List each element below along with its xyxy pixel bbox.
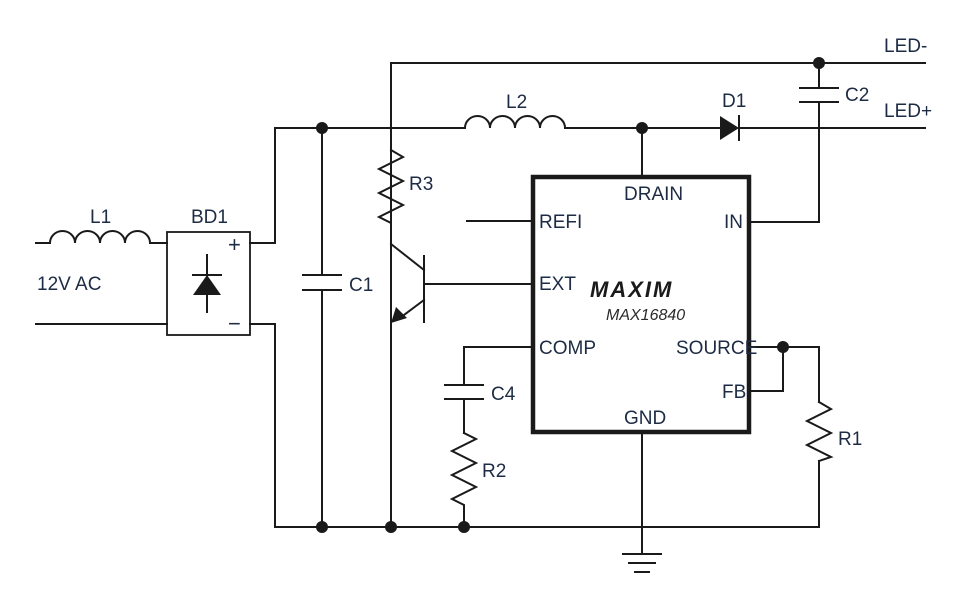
junction-dot: [458, 521, 470, 533]
label-bd1-minus: −: [228, 311, 241, 336]
junction-dot: [316, 521, 328, 533]
junction-dot: [385, 521, 397, 533]
source-fb-network: [748, 346, 820, 403]
pin-source: SOURCE: [676, 338, 757, 359]
resistor-r3: [376, 148, 406, 245]
maxim-logo: MAXIM: [590, 277, 673, 302]
label-c2: C2: [845, 85, 869, 106]
resistor-r2: [449, 431, 479, 528]
ic-part-number: MAX16840: [606, 307, 685, 324]
pin-ext: EXT: [539, 274, 576, 295]
label-r1: R1: [838, 429, 862, 450]
emitter-arrow-icon: [391, 307, 407, 323]
label-led-plus: LED+: [884, 101, 932, 122]
pin-comp: COMP: [539, 338, 596, 359]
diode-symbol-icon: [193, 275, 221, 295]
capacitor-c1: [302, 127, 342, 528]
inductor-l2: [463, 115, 567, 130]
ac-input-wires: [35, 242, 168, 325]
label-r3: R3: [409, 174, 433, 195]
bridge-rectifier-bd1: [166, 231, 251, 336]
pin-in: IN: [724, 212, 743, 233]
pin-fb: FB: [722, 382, 746, 403]
capacitor-c2: [748, 62, 839, 223]
label-l1: L1: [90, 207, 111, 228]
npn-transistor: [389, 242, 533, 323]
inductor-l1: [48, 230, 168, 245]
label-c4: C4: [491, 384, 516, 405]
diode-d1: [720, 115, 740, 141]
led-minus-rail: [390, 62, 926, 528]
resistor-r1: [804, 400, 834, 463]
comp-network: [444, 346, 533, 434]
pin-drain: DRAIN: [624, 184, 683, 205]
label-d1: D1: [722, 91, 746, 112]
label-bd1-plus: +: [228, 232, 241, 257]
pin-refi: REFI: [539, 212, 582, 233]
label-l2: L2: [506, 92, 527, 113]
bd1-output-wires: [249, 127, 323, 528]
label-12v-ac: 12V AC: [37, 274, 101, 295]
label-bd1: BD1: [191, 207, 228, 228]
pin-gnd: GND: [624, 408, 666, 429]
bottom-rail: [321, 460, 820, 528]
junction-dot: [777, 341, 789, 353]
label-led-minus: LED-: [884, 36, 927, 57]
label-c1: C1: [349, 275, 373, 296]
label-r2: R2: [482, 461, 506, 482]
ic-max16840: [530, 174, 752, 435]
ground-symbol-icon: [622, 431, 662, 573]
